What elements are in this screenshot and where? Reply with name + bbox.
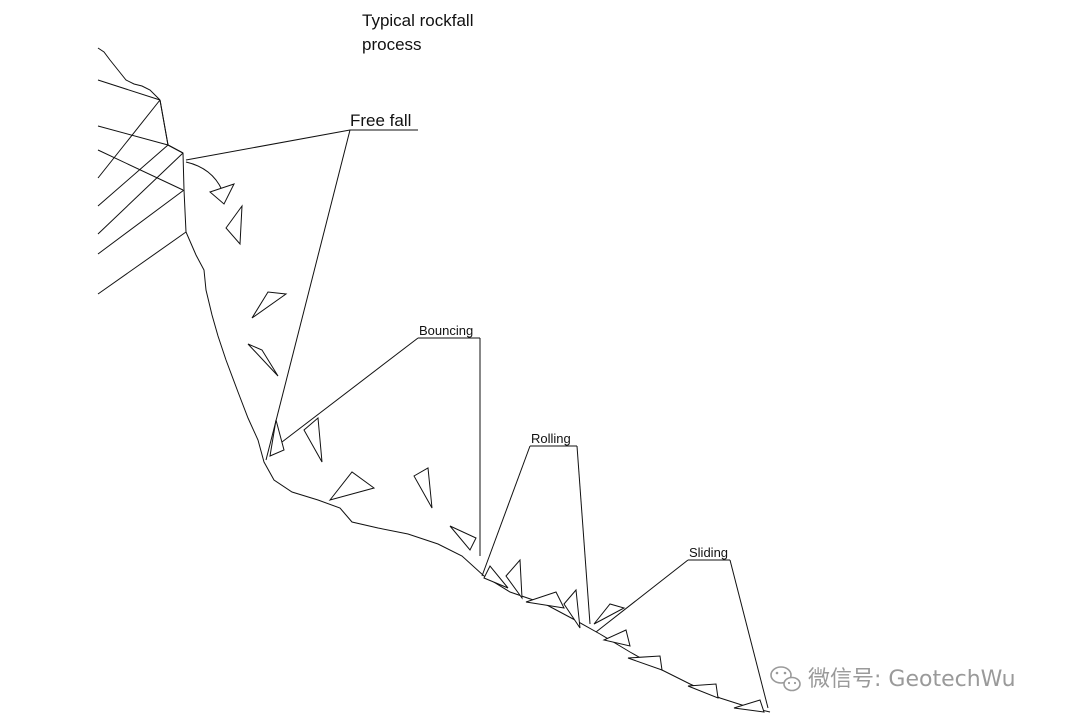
title-line-2: process xyxy=(362,35,422,54)
watermark-text: 微信号: GeotechWu xyxy=(808,667,1016,692)
cliff-top-edge xyxy=(97,47,161,101)
free-fall-rocks xyxy=(209,183,288,457)
label-sliding: Sliding xyxy=(689,545,728,560)
wechat-icon xyxy=(770,666,801,692)
label-free-fall: Free fall xyxy=(350,111,411,130)
label-bouncing: Bouncing xyxy=(419,323,473,338)
title-line-1: Typical rockfall xyxy=(362,11,473,30)
sliding-rocks xyxy=(593,603,765,713)
rolling-rocks xyxy=(483,558,581,629)
slope-profile xyxy=(159,99,771,713)
label-leaders xyxy=(185,129,769,709)
free-fall-arc xyxy=(185,161,223,191)
label-rolling: Rolling xyxy=(531,431,571,446)
bedding-planes xyxy=(97,79,187,295)
bouncing-rocks xyxy=(303,416,477,551)
watermark: 微信号: GeotechWu xyxy=(770,666,1016,692)
